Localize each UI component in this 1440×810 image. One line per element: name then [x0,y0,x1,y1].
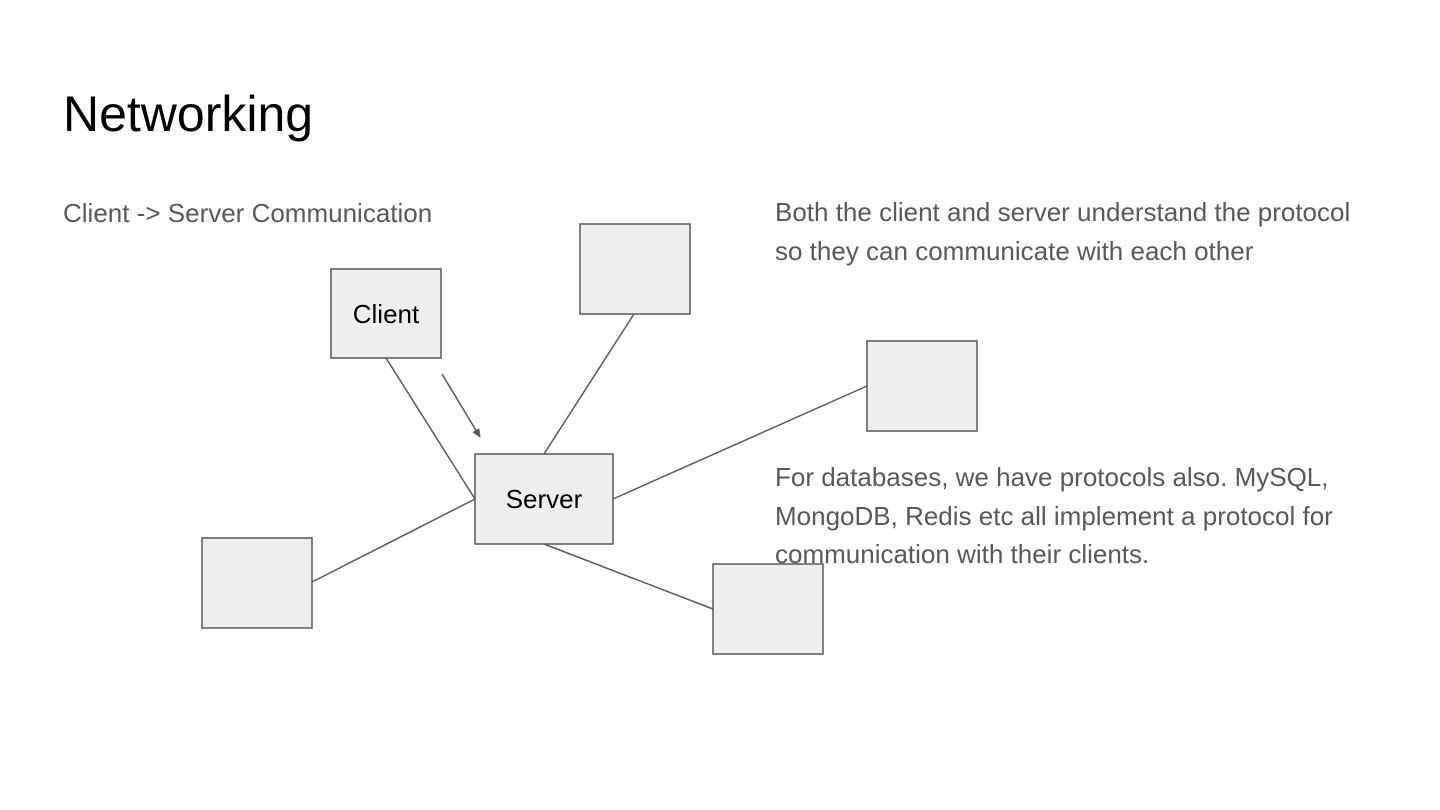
node-client-label: Client [353,299,420,329]
note-protocol: Both the client and server understand th… [775,197,1351,266]
node-server: Server [474,453,614,545]
slide-title: Networking [63,86,314,142]
node-server-label: Server [506,484,583,514]
node-right [866,340,978,432]
node-left [201,537,313,629]
node-top [579,223,691,315]
edge-left-server [311,498,476,583]
edge-bottom-server [543,543,714,610]
note-databases: For databases, we have protocols also. M… [775,462,1333,569]
edge-right-server [612,385,868,500]
edge-top-server [543,313,635,455]
arrow-client-to-server [441,373,481,438]
edge-client-server [385,357,476,500]
node-client: Client [330,268,442,359]
node-bottom [712,563,824,655]
slide-subtitle: Client -> Server Communication [63,198,433,228]
